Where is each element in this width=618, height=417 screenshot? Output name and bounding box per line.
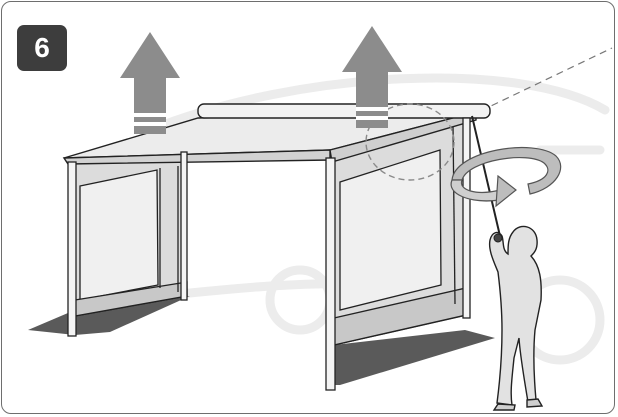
poles: [67, 117, 471, 391]
crank-handle: [493, 233, 503, 243]
crank-rod: [471, 115, 501, 237]
crank-callout: [365, 103, 455, 181]
right-floor-shadow: [330, 330, 495, 385]
lift-arrow-icon: [120, 32, 180, 134]
pull-line: [469, 47, 613, 117]
lift-arrow-icon: [342, 26, 402, 128]
rotation-arrow-icon: [450, 146, 562, 208]
step-number-badge: 6: [17, 25, 67, 71]
person-figure: [488, 225, 544, 411]
left-wall: [69, 151, 188, 317]
